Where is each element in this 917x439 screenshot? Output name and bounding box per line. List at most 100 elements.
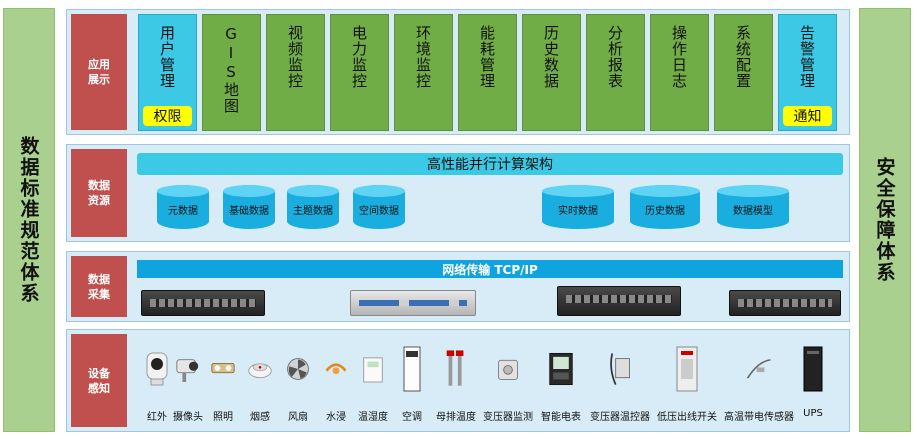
application-layer-label: 应用展示 — [71, 14, 127, 130]
data-standards-label: 数据标准规范体系 — [17, 136, 40, 304]
data-collection-layer: 数据采集 网络传输 TCP/IP — [66, 251, 850, 322]
temp-controller-icon — [607, 344, 633, 394]
device-label: 智能电表 — [541, 412, 581, 423]
module-environment-monitoring[interactable]: 环境监控 — [394, 14, 453, 131]
parallel-computing-bar: 高性能并行计算架构 — [137, 153, 843, 175]
module-gis-map[interactable]: GIS地图 — [202, 14, 261, 131]
data-standards-column: 数据标准规范体系 — [3, 8, 55, 432]
camera-icon — [175, 344, 201, 394]
module-label: 用户管理 — [158, 25, 176, 89]
device-hv-sensor: 高温带电传感器 — [724, 338, 794, 428]
device-label: 烟感 — [250, 412, 270, 423]
store-label: 实时数据 — [558, 205, 598, 217]
device-label: 母排温度 — [436, 412, 476, 423]
module-label: 视频监控 — [286, 25, 304, 89]
module-label: 告警管理 — [798, 25, 816, 89]
fan-icon — [285, 344, 311, 394]
module-system-config[interactable]: 系统配置 — [714, 14, 773, 131]
module-label: 历史数据 — [542, 25, 560, 89]
infrared-sensor-icon — [144, 344, 170, 394]
device-lighting: 照明 — [203, 338, 243, 428]
server-device-icon — [350, 290, 476, 316]
device-infrared: 红外 — [137, 338, 177, 428]
device-label: 照明 — [213, 412, 233, 423]
data-resources-layer: 数据资源 高性能并行计算架构 元数据 基础数据 主题数据 空间数据 实时数据 历… — [66, 144, 850, 242]
device-label: 低压出线开关 — [657, 412, 717, 423]
module-label: 系统配置 — [734, 25, 752, 89]
device-temp-humidity: 温湿度 — [353, 338, 393, 428]
module-label: GIS地图 — [222, 25, 240, 114]
device-label: 摄像头 — [173, 412, 203, 423]
device-label: 风扇 — [288, 412, 308, 423]
switch-device-icon — [141, 290, 265, 316]
module-operation-log[interactable]: 操作日志 — [650, 14, 709, 131]
notification-tag: 通知 — [783, 106, 832, 126]
temp-humidity-sensor-icon — [360, 344, 386, 394]
busbar-temp-sensor-icon — [443, 344, 469, 394]
device-smart-meter: 智能电表 — [541, 338, 581, 428]
security-column: 安全保障体系 — [859, 8, 911, 432]
smoke-detector-icon — [247, 344, 273, 394]
store-data-model: 数据模型 — [717, 185, 789, 229]
device-ups: UPS — [793, 338, 833, 428]
rack-server-icon — [729, 290, 841, 316]
device-transformer-monitor: 变压器监测 — [483, 338, 533, 428]
device-label: 水浸 — [326, 412, 346, 423]
permission-tag: 权限 — [143, 106, 192, 126]
module-label: 电力监控 — [350, 25, 368, 89]
air-conditioner-icon — [399, 344, 425, 394]
device-air-conditioner: 空调 — [392, 338, 432, 428]
network-switch-icon — [557, 286, 681, 316]
store-label: 元数据 — [168, 205, 198, 217]
store-label: 基础数据 — [229, 205, 269, 217]
store-label: 空间数据 — [359, 205, 399, 217]
device-busbar-temp: 母排温度 — [436, 338, 476, 428]
lighting-icon — [210, 344, 236, 394]
module-label: 环境监控 — [414, 25, 432, 89]
application-layer: 应用展示 用户管理 权限 GIS地图 视频监控 电力监控 环境监控 能耗管理 历… — [66, 9, 850, 135]
store-label: 数据模型 — [733, 205, 773, 217]
module-alarm-management[interactable]: 告警管理 通知 — [778, 14, 837, 131]
device-label: 变压器温控器 — [590, 412, 650, 423]
security-label: 安全保障体系 — [873, 157, 896, 283]
module-label: 能耗管理 — [478, 25, 496, 89]
device-perception-layer-label: 设备感知 — [71, 334, 127, 427]
device-water-leak: 水浸 — [316, 338, 356, 428]
device-label: 温湿度 — [358, 412, 388, 423]
ups-icon — [800, 344, 826, 394]
module-energy-management[interactable]: 能耗管理 — [458, 14, 517, 131]
store-history-data: 历史数据 — [630, 185, 700, 229]
module-label: 分析报表 — [606, 25, 624, 89]
hv-sensor-icon — [746, 344, 772, 394]
low-voltage-switch-icon — [674, 344, 700, 394]
device-label: 高温带电传感器 — [724, 412, 794, 423]
device-perception-layer: 设备感知 红外 摄像头 照明 烟感 风扇 水浸 — [66, 329, 850, 432]
module-analysis-reports[interactable]: 分析报表 — [586, 14, 645, 131]
store-label: 历史数据 — [645, 205, 685, 217]
network-transport-bar: 网络传输 TCP/IP — [137, 260, 843, 278]
module-user-management[interactable]: 用户管理 权限 — [138, 14, 197, 131]
data-resources-layer-label: 数据资源 — [71, 149, 127, 237]
device-label: UPS — [803, 408, 823, 419]
smart-meter-icon — [548, 344, 574, 394]
device-camera: 摄像头 — [168, 338, 208, 428]
device-fan: 风扇 — [278, 338, 318, 428]
device-label: 变压器监测 — [483, 412, 533, 423]
water-leak-sensor-icon — [323, 344, 349, 394]
store-base-data: 基础数据 — [223, 185, 275, 229]
device-transformer-temp-controller: 变压器温控器 — [590, 338, 650, 428]
device-label: 红外 — [147, 412, 167, 423]
store-topic-data: 主题数据 — [287, 185, 339, 229]
store-label: 主题数据 — [293, 205, 333, 217]
data-collection-layer-label: 数据采集 — [71, 256, 127, 317]
transformer-monitor-icon — [495, 344, 521, 394]
module-video-monitoring[interactable]: 视频监控 — [266, 14, 325, 131]
store-realtime-data: 实时数据 — [542, 185, 614, 229]
device-low-voltage-switch: 低压出线开关 — [657, 338, 717, 428]
device-label: 空调 — [402, 412, 422, 423]
module-historical-data[interactable]: 历史数据 — [522, 14, 581, 131]
module-power-monitoring[interactable]: 电力监控 — [330, 14, 389, 131]
store-spatial-data: 空间数据 — [353, 185, 405, 229]
store-metadata: 元数据 — [157, 185, 209, 229]
device-smoke: 烟感 — [240, 338, 280, 428]
